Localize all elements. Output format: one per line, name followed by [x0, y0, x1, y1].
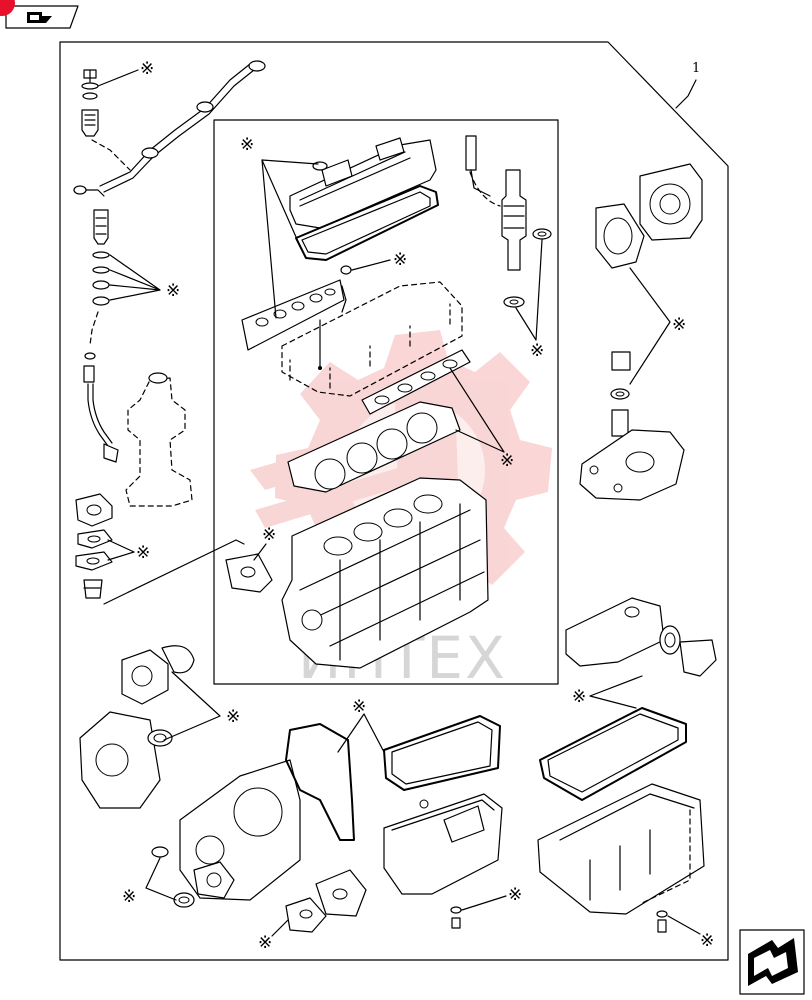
engine-block — [281, 477, 489, 669]
kit-marker: ※ — [352, 697, 366, 717]
small-oil-pan — [383, 793, 503, 895]
oil-pan-gasket — [539, 707, 687, 801]
crank-seal — [151, 846, 195, 908]
oil-strainer-gasket — [383, 715, 501, 791]
kit-marker: ※ — [226, 707, 240, 727]
kit-marker: ※ — [240, 135, 254, 155]
next-page-button[interactable] — [739, 929, 805, 995]
exhaust-manifold — [565, 597, 717, 677]
kit-marker: ※ — [166, 281, 180, 301]
inner-frame — [213, 119, 559, 685]
outer-frame — [59, 41, 729, 961]
valve-cover-gasket — [295, 185, 439, 261]
drain-plug — [450, 906, 462, 929]
kit-marker: ※ — [500, 451, 514, 471]
fuel-injector — [465, 135, 552, 308]
page-corner-badge — [0, 0, 15, 16]
kit-marker: ※ — [262, 525, 276, 545]
kit-marker: ※ — [393, 250, 407, 270]
inspection-cover — [285, 869, 367, 933]
callout-number: 1 — [692, 61, 700, 76]
kit-marker: ※ — [508, 885, 522, 905]
callout-leader — [675, 79, 697, 109]
kit-marker: ※ — [572, 687, 586, 707]
arrow-forward-icon — [748, 938, 798, 986]
fuel-pipe-assembly — [73, 60, 266, 463]
thermostat-housing-parts — [75, 493, 113, 599]
oil-pan-drain-plug — [656, 910, 668, 933]
cylinder-head-gasket — [287, 401, 461, 493]
kit-marker: ※ — [672, 315, 686, 335]
kit-marker: ※ — [258, 933, 272, 953]
kit-marker: ※ — [530, 341, 544, 361]
manifold-gasket — [241, 279, 345, 351]
front-timing-cover — [79, 711, 173, 809]
kit-marker: ※ — [122, 887, 136, 907]
large-oil-pan — [537, 783, 705, 915]
oil-pump-cover — [225, 553, 273, 593]
arrow-back-icon — [27, 12, 52, 23]
kit-marker: ※ — [136, 543, 150, 563]
timing-cover-gasket — [285, 723, 355, 841]
valve-cover — [289, 137, 437, 229]
timing-gear-case — [179, 759, 301, 901]
rear-seal-housing — [595, 163, 703, 269]
camshaft-outline — [125, 372, 193, 507]
kit-marker: ※ — [140, 59, 154, 79]
water-pump — [121, 645, 195, 705]
water-outlet — [579, 351, 685, 501]
previous-page-button[interactable] — [5, 5, 79, 29]
cylinder-head-outline — [281, 281, 463, 397]
exhaust-gasket — [361, 349, 471, 415]
kit-marker: ※ — [700, 931, 714, 951]
